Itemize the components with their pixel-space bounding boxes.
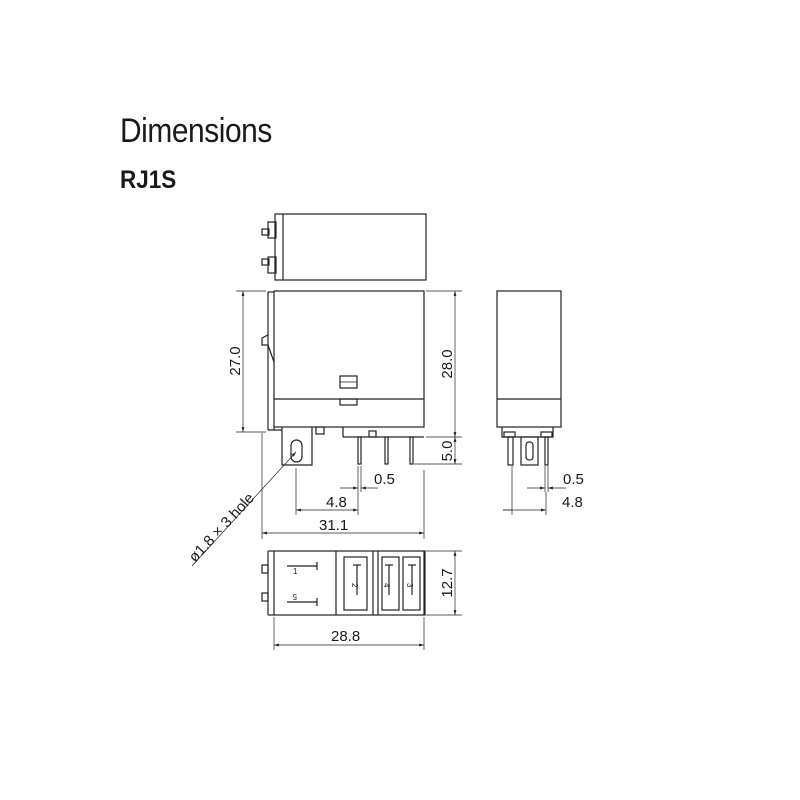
dim-pin-length-label: 5.0: [439, 441, 456, 462]
dim-pin-thickness-label: 0.5: [374, 471, 395, 488]
side-pin-thickness-label: 0.5: [563, 471, 584, 488]
top-view: [261, 213, 427, 281]
terminal-4-label: 4: [382, 583, 391, 588]
dim-height-right-label: 28.0: [439, 349, 456, 378]
hole-note-label: ø1.8 × 3 hole: [185, 490, 257, 566]
model-label: RJ1S: [120, 166, 177, 194]
side-pin-pitch-label: 4.8: [562, 494, 583, 511]
dim-bottom-length-label: 28.8: [331, 628, 360, 645]
terminal-3-label: 3: [405, 583, 414, 588]
bottom-view: 1 5 2 4 3: [261, 550, 426, 616]
dimension-lines: [191, 290, 566, 650]
dim-height-left-label: 27.0: [227, 346, 244, 375]
terminal-2-label: 2: [350, 583, 359, 588]
terminal-1-label: 1: [293, 567, 298, 576]
dim-bottom-width-label: 12.7: [439, 568, 456, 597]
side-view: [496, 290, 562, 466]
dim-pin-pitch-label: 4.8: [326, 494, 347, 511]
front-view: [261, 290, 425, 466]
page-title: Dimensions: [120, 112, 272, 150]
terminal-5-label: 5: [292, 592, 297, 601]
dim-overall-length-label: 31.1: [319, 517, 348, 534]
